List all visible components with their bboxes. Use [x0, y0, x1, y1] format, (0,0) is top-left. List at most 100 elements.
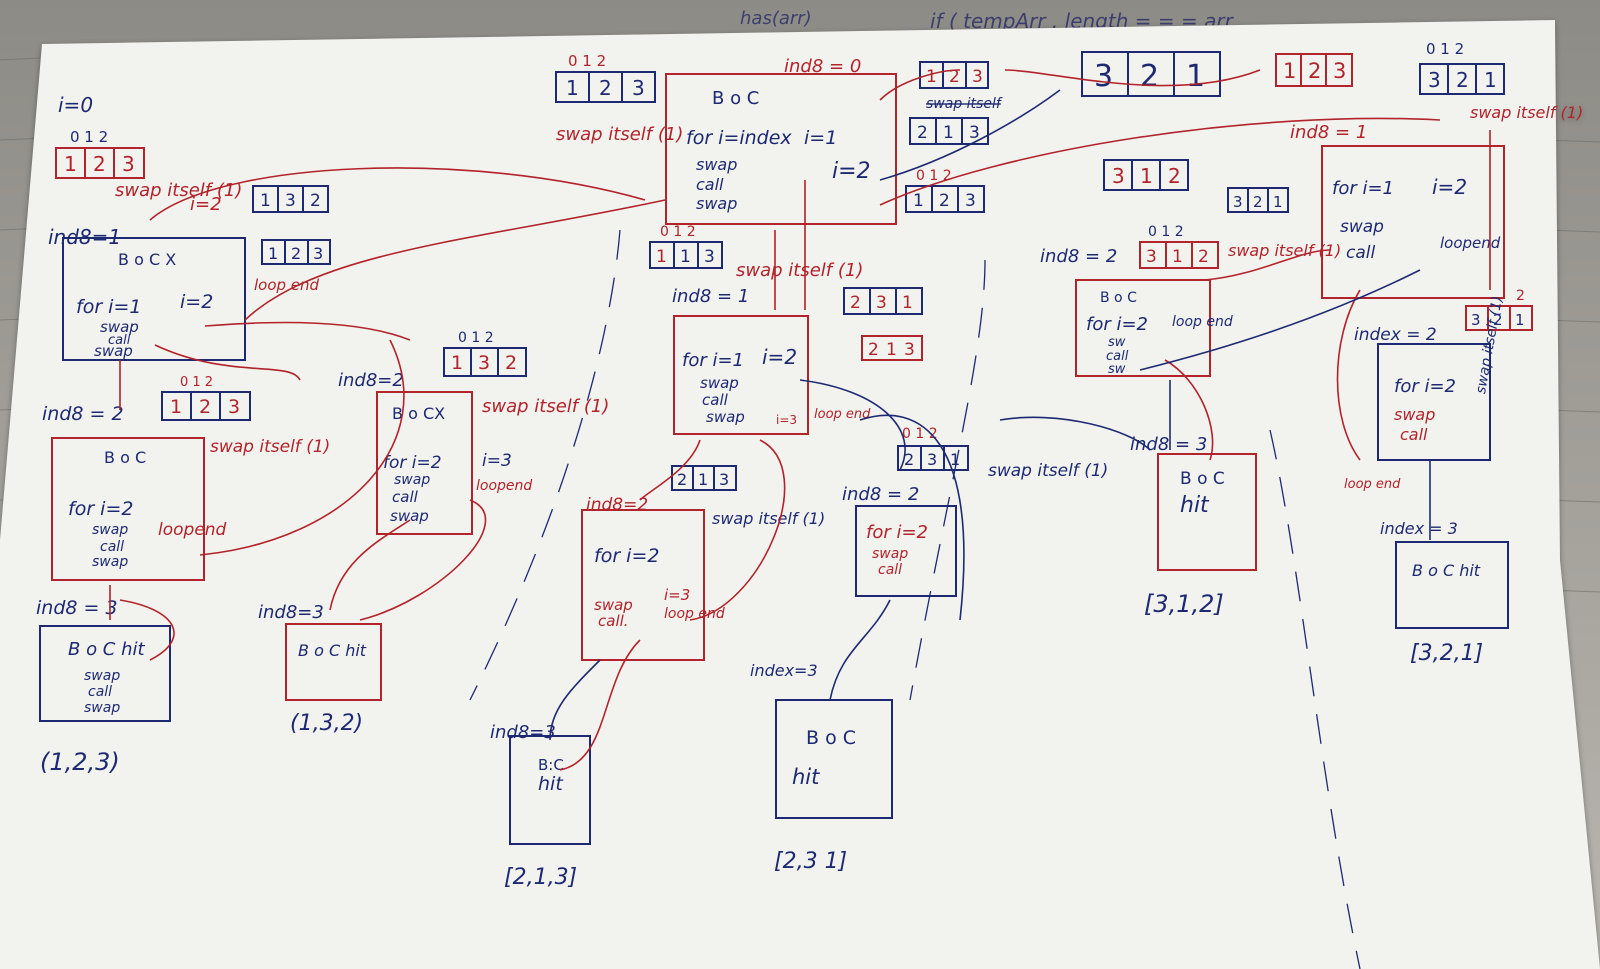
loop-end-right-top: loopend [1440, 234, 1501, 252]
svg-text:1: 1 [1186, 59, 1205, 94]
svg-text:B o C: B o C [1100, 290, 1137, 306]
center-low-call-frame: ind8=2 2 1 3 swap itself (1) for i=2 swa… [581, 465, 825, 661]
svg-text:swap: swap [94, 342, 133, 360]
result-321: [3,2,1] [1410, 641, 1483, 666]
svg-text:B o C hit: B o C hit [1412, 561, 1481, 580]
far-right-call-frame: index = 2 2 3 2 1 swap itself (1) for i=… [1344, 288, 1533, 666]
svg-text:swap: swap [390, 507, 429, 525]
svg-text:1: 1 [1273, 193, 1283, 211]
svg-text:1: 1 [886, 340, 897, 360]
loop-end-center-low: loop end [664, 606, 725, 622]
svg-text:2: 2 [1493, 311, 1503, 329]
svg-text:3: 3 [927, 450, 937, 469]
top-left-cluster: i=0 0 1 2 1 2 3 swap itself (1) i=2 1 3 … [55, 93, 331, 294]
svg-text:3: 3 [965, 191, 976, 211]
svg-text:sw: sw [1108, 362, 1126, 377]
svg-text:2: 2 [677, 470, 687, 489]
svg-text:1: 1 [566, 76, 579, 100]
svg-text:3: 3 [478, 352, 490, 374]
svg-text:call: call [100, 539, 124, 555]
center-hit-frame: ind8=3 B:C hit [2,1,3] [490, 722, 591, 890]
svg-text:2: 2 [939, 191, 950, 211]
svg-text:1: 1 [64, 152, 77, 176]
loop-end-left-index2: loopend [158, 520, 227, 540]
swap-itself-far-right: swap itself (1) [1470, 103, 1583, 122]
svg-text:2: 2 [1168, 164, 1181, 188]
svg-text:3: 3 [969, 123, 980, 143]
right-hit-index-label: ind8 = 3 [1130, 434, 1207, 455]
mid-left-call-frame: ind8=2 0 1 2 1 3 2 swap itself (1) B o C… [338, 330, 609, 535]
right-top-cluster: 3 2 1 1 2 3 0 1 2 3 2 1 swap itself (1) … [1081, 40, 1583, 299]
svg-text:swap: swap [1394, 405, 1435, 424]
svg-text:0 1 2: 0 1 2 [458, 330, 494, 346]
section-dividers [469, 229, 1361, 969]
svg-text:B o CX: B o CX [392, 404, 445, 423]
svg-text:1: 1 [656, 247, 667, 267]
paper-sheet [0, 20, 1600, 969]
svg-text:3: 3 [719, 470, 729, 489]
array-321-far: 3 2 1 [1419, 63, 1505, 95]
svg-text:call: call [1400, 425, 1428, 444]
svg-text:1: 1 [943, 123, 954, 143]
array-312-right-mid: 3 1 2 [1139, 241, 1219, 269]
loop-end-mid-left: loopend [476, 478, 532, 494]
svg-text:B o C X: B o C X [118, 250, 176, 269]
svg-text:1: 1 [1283, 59, 1296, 83]
svg-text:3: 3 [972, 67, 983, 87]
center-mid-index-label: ind8 = 1 [672, 286, 749, 307]
svg-text:B o C hit: B o C hit [298, 641, 367, 660]
mid-left-hit-frame: ind8=3 B o C hit (1,3,2) [258, 602, 382, 736]
svg-text:2: 2 [949, 67, 960, 87]
svg-text:2: 2 [868, 340, 879, 360]
far-right-index-label: index = 2 [1354, 325, 1437, 345]
svg-text:2: 2 [599, 76, 612, 100]
swap-itself-center-right: swap itself (1) [988, 461, 1108, 481]
svg-text:3: 3 [228, 396, 240, 418]
svg-text:B o C: B o C [806, 727, 856, 749]
svg-text:call: call [696, 175, 724, 194]
svg-text:2: 2 [1198, 247, 1209, 267]
array-123b-top-left: 1 2 3 [261, 239, 331, 265]
left-call-frame-index2: ind8 = 2 B o C for i=2 swap call swap lo… [42, 375, 330, 581]
svg-text:0 1 2: 0 1 2 [916, 168, 952, 184]
center-low-index-label: ind8=2 [586, 495, 648, 515]
svg-text:3: 3 [285, 191, 296, 211]
svg-text:2: 2 [850, 293, 861, 313]
svg-text:2: 2 [310, 191, 321, 211]
swap-itself-center-mid: swap itself (1) [736, 260, 863, 281]
svg-text:for i=2: for i=2 [383, 453, 442, 473]
loop-end-far-right: loop end [1344, 477, 1401, 492]
svg-text:1: 1 [902, 293, 913, 313]
center-hit-index-label: ind8=3 [490, 722, 556, 743]
notebook-header-left: has(arr) [740, 8, 812, 29]
swap-itself-center-low: swap itself (1) [712, 509, 825, 528]
svg-text:3: 3 [1233, 193, 1243, 211]
svg-text:3: 3 [904, 340, 915, 360]
swap-itself-right-mid: swap itself (1) [1228, 241, 1341, 260]
array-213-center-mid-red: 2 1 3 [861, 335, 923, 361]
svg-text:1: 1 [268, 244, 278, 263]
swap-itself-note: swap itself (1) [115, 180, 242, 201]
svg-text:swap: swap [92, 522, 128, 538]
svg-text:2: 2 [199, 396, 211, 418]
array-132-mid-left: 1 3 2 [443, 347, 527, 377]
i2-note: i=2 [190, 194, 222, 215]
svg-text:3: 3 [632, 76, 645, 100]
svg-text:swap: swap [1340, 217, 1384, 237]
svg-text:i=2: i=2 [832, 159, 871, 184]
svg-text:1: 1 [170, 396, 182, 418]
svg-text:0 1 2: 0 1 2 [1426, 40, 1464, 58]
svg-text:B o C: B o C [104, 448, 146, 467]
svg-text:call: call [108, 333, 131, 348]
swap-itself-center-top: swap itself (1) [556, 124, 683, 145]
svg-text:i=2: i=2 [180, 291, 213, 313]
connector-arrows [109, 69, 1491, 771]
right-mid-call-frame: ind8 = 2 0 1 2 3 1 2 swap itself (1) B o… [1040, 224, 1341, 377]
svg-text:call: call [1346, 243, 1375, 263]
array-321-right-top: 3 2 1 [1227, 187, 1289, 213]
svg-text:2: 2 [291, 244, 301, 263]
array-123-center-top: 1 2 3 [555, 71, 656, 103]
svg-text:B o C hit: B o C hit [68, 639, 146, 660]
i0-label: i=0 [58, 93, 93, 117]
svg-text:i=2: i=2 [1432, 175, 1467, 199]
